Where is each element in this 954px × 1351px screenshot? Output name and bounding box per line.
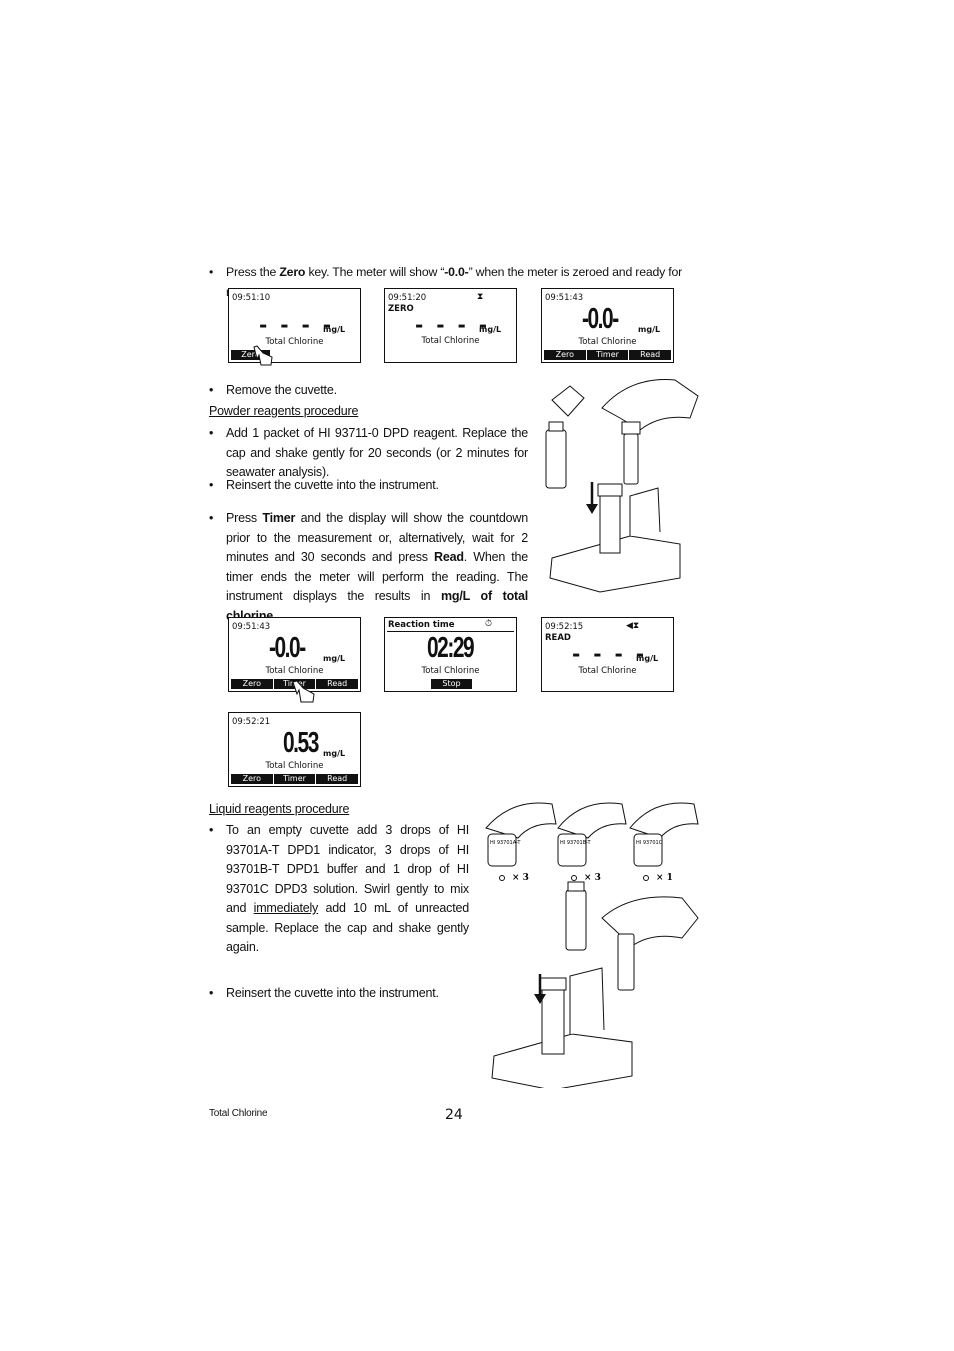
drop-count-b: × 3 <box>584 873 601 883</box>
powder-step-1: Add 1 packet of HI 93711-0 DPD reagent. … <box>209 424 528 483</box>
remove-cuvette-text: Remove the cuvette. <box>209 381 337 401</box>
dropper-label-b: HI 93701B-T <box>560 840 592 846</box>
lcd-screen-5: Reaction time ⏱ 02:29 Total Chlorine Sto… <box>384 617 517 692</box>
powder-step-2: Reinsert the cuvette into the instrument… <box>209 476 439 496</box>
drop-count-a: × 3 <box>512 873 529 883</box>
dropper-label-a: HI 93701A-T <box>490 840 521 846</box>
lcd-screen-6: 09:52:15 ◀⧗ READ - - - - mg/L Total Chlo… <box>541 617 674 692</box>
drop-count-c: × 1 <box>656 873 673 883</box>
lcd-screen-2: 09:51:20 ⧗ ZERO - - - - mg/L Total Chlor… <box>384 288 517 363</box>
footer-section: Total Chlorine <box>209 1108 268 1119</box>
timer-step: Press Timer and the display will show th… <box>209 509 528 626</box>
pointing-hand-icon <box>292 680 315 703</box>
stopwatch-icon: ⏱ <box>485 619 493 629</box>
pointing-hand-icon <box>253 345 273 366</box>
powder-heading: Powder reagents procedure <box>209 404 359 418</box>
lcd-screen-1: 09:51:10 - - - - mg/L Total Chlorine Zer… <box>228 288 361 366</box>
lcd-screen-4: 09:51:43 -0.0- mg/L Total Chlorine ZeroT… <box>228 617 361 703</box>
lamp-hourglass-icon: ◀⧗ <box>626 621 640 631</box>
liquid-step-1: To an empty cuvette add 3 drops of HI 93… <box>209 821 469 958</box>
hourglass-icon: ⧗ <box>477 292 484 302</box>
powder-procedure-illustration <box>545 379 699 593</box>
dropper-label-c: HI 93701C <box>636 840 663 846</box>
liquid-heading: Liquid reagents procedure <box>209 802 350 816</box>
liquid-procedure-illustration: HI 93701A-T HI 93701B-T HI 93701C × 3 × … <box>485 802 699 1088</box>
liquid-step-2: Reinsert the cuvette into the instrument… <box>209 984 439 1004</box>
page-number: 24 <box>445 1107 463 1123</box>
